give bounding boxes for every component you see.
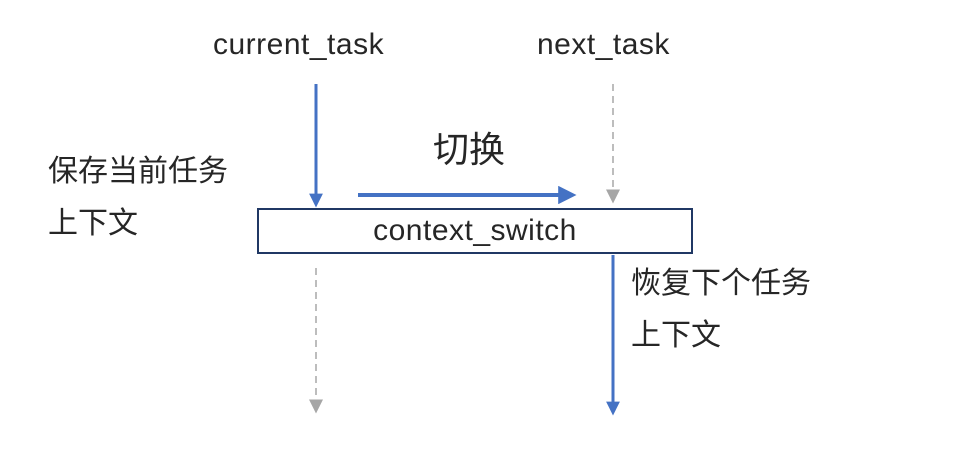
context-switch-box: context_switch (257, 208, 693, 254)
save-context-note-line1: 保存当前任务 (48, 155, 228, 188)
context-switch-box-label: context_switch (373, 214, 577, 247)
current-task-label: current_task (213, 28, 385, 61)
restore-context-note-line2: 上下文 (631, 319, 721, 352)
restore-context-note: 恢复下个任务 上下文 (631, 258, 811, 362)
restore-context-note-line1: 恢复下个任务 (631, 267, 811, 300)
next-task-label: next_task (537, 28, 670, 61)
switch-label: 切换 (433, 129, 506, 170)
save-context-note: 保存当前任务 上下文 (48, 146, 228, 250)
save-context-note-line2: 上下文 (48, 207, 138, 240)
